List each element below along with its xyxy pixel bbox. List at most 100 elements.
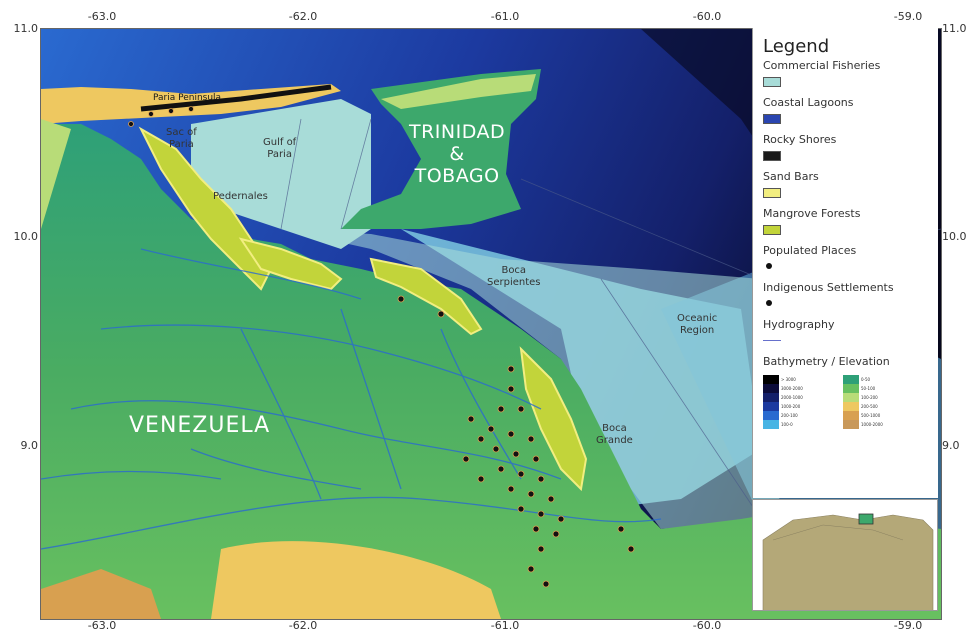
label-trinidad-line2: & bbox=[449, 143, 465, 165]
land-ramp-label: 100-200 bbox=[861, 395, 878, 400]
land-ramp-swatch bbox=[843, 411, 859, 420]
land-ramp-label: 1000-2000 bbox=[861, 422, 883, 427]
legend-dot-icon bbox=[766, 300, 772, 306]
legend-item-label: Sand Bars bbox=[763, 170, 819, 183]
sea-ramp-label: > 3000 bbox=[781, 377, 796, 382]
lon-tick-bottom: -59.0 bbox=[893, 619, 923, 632]
legend-line-icon bbox=[763, 340, 781, 341]
legend-item-label: Indigenous Settlements bbox=[763, 281, 894, 294]
sea-ramp-label: 3000-2000 bbox=[781, 386, 803, 391]
label-sac-of-paria-line1: Sac of bbox=[166, 127, 197, 138]
sea-ramp-swatch bbox=[763, 402, 779, 411]
sea-ramp-swatch bbox=[763, 420, 779, 429]
mangrove-coast-west bbox=[138, 126, 273, 291]
label-pedernales: Pedernales bbox=[213, 191, 268, 202]
sea-ramp-label: 100-0 bbox=[781, 422, 793, 427]
inset-extent-box bbox=[858, 513, 874, 525]
sea-ramp-label: 2000-1000 bbox=[781, 395, 803, 400]
sea-ramp-row: 2000-1000 bbox=[763, 393, 805, 402]
legend-item: Rocky Shores bbox=[763, 133, 930, 170]
legend-item: Coastal Lagoons bbox=[763, 96, 930, 133]
northern-range bbox=[381, 74, 536, 109]
sea-ramp-row: 3000-2000 bbox=[763, 384, 805, 393]
southern-highlands bbox=[211, 541, 501, 619]
sea-ramp-swatch bbox=[763, 393, 779, 402]
lon-tick-bottom: -63.0 bbox=[87, 619, 117, 632]
mangrove-coast-pedernales bbox=[238, 237, 343, 291]
trinidad-island bbox=[341, 69, 541, 229]
land-ramp-label: 500-1000 bbox=[861, 413, 881, 418]
legend-swatch bbox=[763, 188, 781, 198]
sea-ramp-swatch bbox=[763, 384, 779, 393]
inset-land bbox=[762, 514, 934, 610]
mangrove-coast-delta bbox=[519, 346, 588, 492]
lat-tick-right: 9.0 bbox=[942, 439, 960, 452]
mangrove-coast-serpientes bbox=[369, 257, 483, 336]
label-gulf-of-paria: Gulf of Paria bbox=[263, 137, 296, 161]
lon-tick-top: -62.0 bbox=[288, 10, 318, 23]
land-ramp-label: 0-50 bbox=[861, 377, 871, 382]
land-ramp-row: 1000-2000 bbox=[843, 420, 885, 429]
label-gulf-of-paria-line2: Paria bbox=[267, 149, 292, 160]
legend-dot-icon bbox=[766, 263, 772, 269]
inset-locator-map bbox=[752, 499, 938, 611]
legend-item: Sand Bars bbox=[763, 170, 930, 207]
land-ramp-label: 50-100 bbox=[861, 386, 876, 391]
label-sac-of-paria: Sac of Paria bbox=[166, 127, 197, 151]
legend-item-label: Rocky Shores bbox=[763, 133, 837, 146]
sea-ramp-row: 200-100 bbox=[763, 411, 805, 420]
label-trinidad-line3: TOBAGO bbox=[414, 165, 500, 187]
sea-ramp-swatch bbox=[763, 375, 779, 384]
lon-tick-top: -63.0 bbox=[87, 10, 117, 23]
sea-ramp-label: 1000-200 bbox=[781, 404, 801, 409]
label-boca-serpientes-line1: Boca bbox=[501, 265, 527, 276]
label-sac-of-paria-line2: Paria bbox=[169, 139, 194, 150]
label-oceanic-region-line2: Region bbox=[680, 325, 715, 336]
sea-ramp-label: 200-100 bbox=[781, 413, 798, 418]
legend-item: Hydrography bbox=[763, 318, 930, 355]
inset-borders bbox=[772, 524, 904, 541]
lon-tick-bottom: -62.0 bbox=[288, 619, 318, 632]
lat-tick-left: 11.0 bbox=[13, 22, 39, 35]
label-boca-grande-line1: Boca bbox=[602, 423, 627, 434]
hydrography bbox=[41, 248, 662, 550]
land-ramp-swatch bbox=[843, 420, 859, 429]
lon-tick-bottom: -61.0 bbox=[490, 619, 520, 632]
label-oceanic-region: Oceanic Region bbox=[677, 313, 717, 337]
sea-ramp-row: 100-0 bbox=[763, 420, 805, 429]
legend-item-label: Mangrove Forests bbox=[763, 207, 861, 220]
southwest-highlands bbox=[41, 569, 161, 619]
label-trinidad-tobago: TRINIDAD & TOBAGO bbox=[409, 121, 505, 187]
bathymetry-title: Bathymetry / Elevation bbox=[763, 355, 890, 368]
land-ramp-row: 500-1000 bbox=[843, 411, 885, 420]
land-ramp-row: 0-50 bbox=[843, 375, 885, 384]
legend-item: Commercial Fisheries bbox=[763, 59, 930, 96]
land-ramp-label: 200-500 bbox=[861, 404, 878, 409]
legend-item: Mangrove Forests bbox=[763, 207, 930, 244]
label-gulf-of-paria-line1: Gulf of bbox=[263, 137, 297, 148]
inset-svg bbox=[753, 500, 937, 610]
land-ramp-row: 50-100 bbox=[843, 384, 885, 393]
land-ramp-swatch bbox=[843, 384, 859, 393]
western-hills bbox=[41, 119, 71, 229]
legend-item: Populated Places bbox=[763, 244, 930, 281]
sea-ramp-row: > 3000 bbox=[763, 375, 805, 384]
sea-ramp-row: 1000-200 bbox=[763, 402, 805, 411]
land-ramp-row: 100-200 bbox=[843, 393, 885, 402]
lon-tick-top: -59.0 bbox=[893, 10, 923, 23]
legend-item-label: Commercial Fisheries bbox=[763, 59, 881, 72]
land-ramp-swatch bbox=[843, 375, 859, 384]
label-boca-serpientes-line2: Serpientes bbox=[487, 277, 541, 288]
lon-tick-top: -61.0 bbox=[490, 10, 520, 23]
gulf-of-paria-water bbox=[191, 99, 371, 249]
lat-tick-right: 11.0 bbox=[942, 22, 967, 35]
label-boca-serpientes: Boca Serpientes bbox=[487, 265, 541, 289]
legend-swatch bbox=[763, 151, 781, 161]
lat-tick-left: 9.0 bbox=[20, 439, 39, 452]
bathymetry-ramp: > 3000 3000-2000 2000-1000 1000-200 200-100 1… bbox=[763, 375, 930, 445]
land-elevation-ramp: 0-50 50-100 100-200 200-500 500-1000 1000-200… bbox=[843, 375, 885, 429]
populated-places bbox=[128, 106, 635, 588]
